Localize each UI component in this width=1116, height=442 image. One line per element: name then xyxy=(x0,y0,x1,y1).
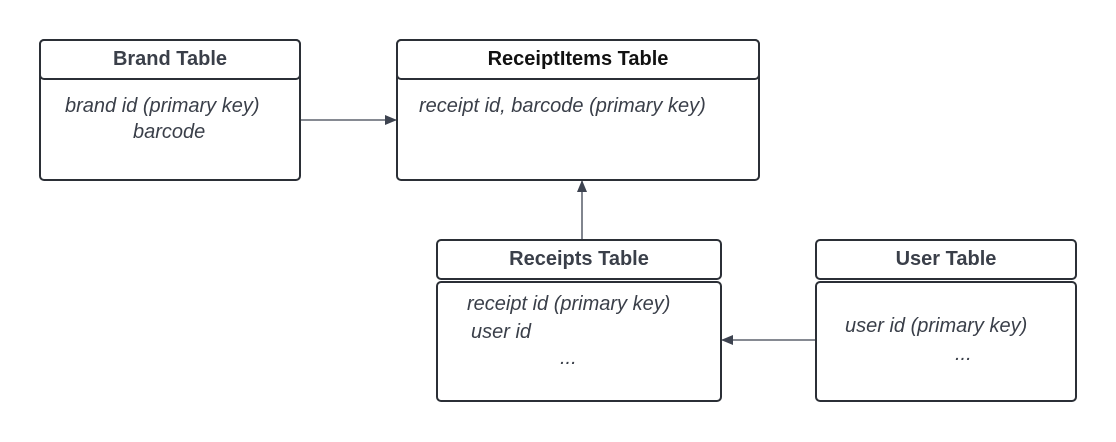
receipts-field-receipt-id: receipt id (primary key) xyxy=(467,293,671,315)
brand-table-header: Brand Table xyxy=(39,39,301,80)
user-table: user id (primary key) ... User Table xyxy=(815,239,1077,402)
receiptitems-field-primary-key: receipt id, barcode (primary key) xyxy=(419,95,706,117)
user-table-header: User Table xyxy=(815,239,1077,280)
receipts-table-header: Receipts Table xyxy=(436,239,722,280)
user-field-ellipsis: ... xyxy=(955,343,972,365)
brand-field-brand-id: brand id (primary key) xyxy=(65,95,260,117)
receipts-table: receipt id (primary key) user id ... Rec… xyxy=(436,239,722,402)
receiptitems-table-header: ReceiptItems Table xyxy=(396,39,760,80)
receipts-field-user-id: user id xyxy=(471,321,532,343)
brand-field-barcode: barcode xyxy=(133,121,206,143)
brand-table: brand id (primary key) barcode Brand Tab… xyxy=(39,39,301,181)
user-table-body: user id (primary key) ... xyxy=(815,281,1077,402)
user-field-user-id: user id (primary key) xyxy=(845,315,1028,337)
receipts-table-body: receipt id (primary key) user id ... xyxy=(436,281,722,402)
receiptitems-table: receipt id, barcode (primary key) Receip… xyxy=(396,39,760,181)
receipts-field-ellipsis: ... xyxy=(560,347,577,369)
